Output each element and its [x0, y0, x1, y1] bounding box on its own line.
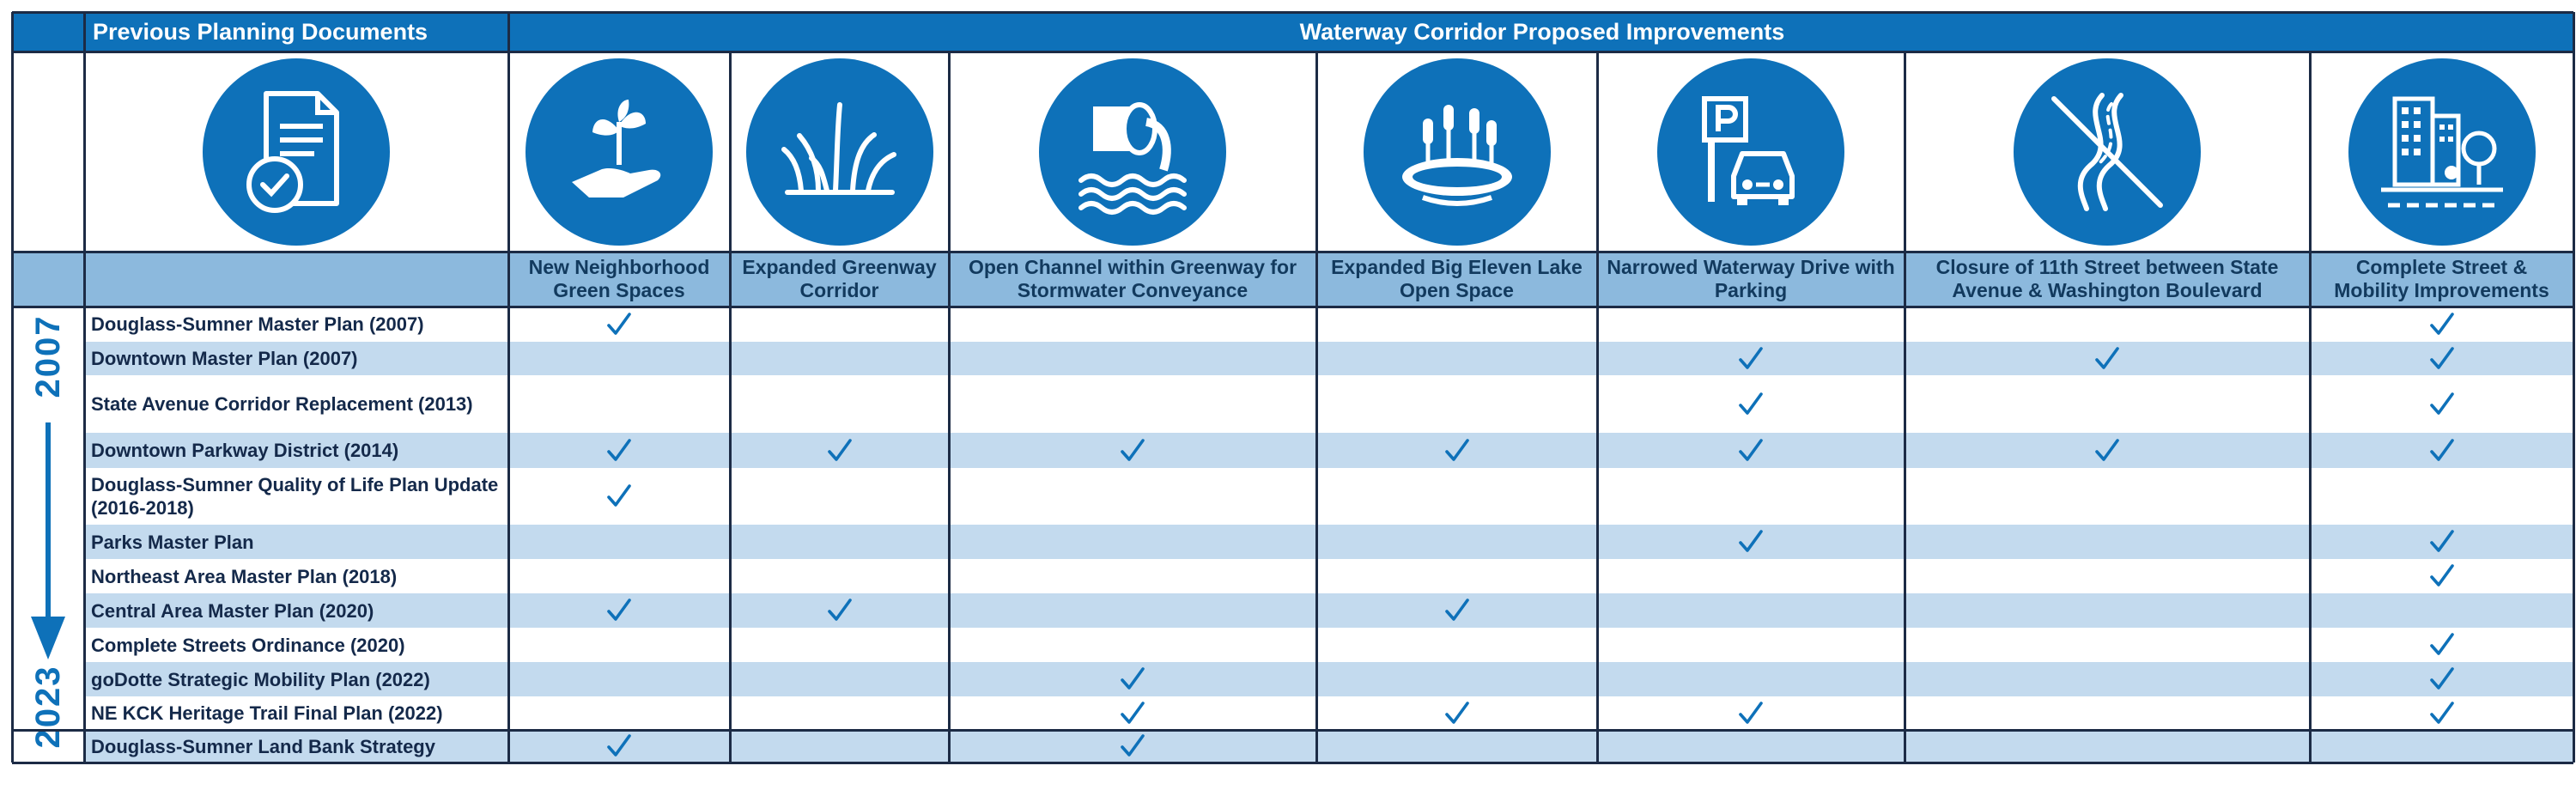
road-closed-icon-circle — [2014, 58, 2201, 246]
grid-hline — [12, 251, 2573, 253]
checkmark-icon — [1905, 433, 2310, 468]
drain-pipe-water-icon-circle — [1039, 58, 1226, 246]
checkmark-icon — [949, 730, 1316, 763]
column-header-7: Complete Street & Mobility Improvements — [2310, 252, 2573, 307]
grid-vline — [1596, 52, 1599, 763]
grid-hline — [12, 306, 2573, 308]
grid-hline — [12, 762, 2573, 764]
checkmark-icon — [2310, 525, 2573, 559]
grid-vline — [11, 12, 14, 763]
grid-vline — [729, 52, 732, 763]
timeline-arrow — [29, 422, 67, 663]
row-band — [84, 433, 2573, 468]
checkmark-icon — [730, 433, 949, 468]
checkmark-icon — [2310, 342, 2573, 375]
row-band — [84, 593, 2573, 628]
grid-vline — [1315, 52, 1318, 763]
grass-icon-circle — [745, 58, 933, 246]
checkmark-icon — [2310, 696, 2573, 730]
checkmark-icon — [508, 433, 730, 468]
grid-hline — [12, 51, 2573, 53]
row-band — [84, 342, 2573, 375]
checkmark-icon — [508, 593, 730, 628]
lake-cattails-icon — [1316, 52, 1597, 252]
column-header-3: Open Channel within Greenway for Stormwa… — [949, 252, 1316, 307]
planning-document-row-label: Douglass-Sumner Quality of Life Plan Upd… — [91, 474, 499, 519]
checkmark-icon — [2310, 375, 2573, 433]
grid-vline — [2573, 12, 2575, 763]
checkmark-icon — [949, 433, 1316, 468]
planning-document-row-label: NE KCK Heritage Trail Final Plan (2022) — [91, 702, 443, 724]
checkmark-icon — [949, 696, 1316, 730]
planning-document-row-label: goDotte Strategic Mobility Plan (2022) — [91, 668, 430, 690]
checkmark-icon — [1316, 696, 1597, 730]
column-header-5: Narrowed Waterway Drive with Parking — [1597, 252, 1905, 307]
timeline-start-year: 2007 — [28, 314, 67, 398]
planning-document-row-label: Downtown Master Plan (2007) — [91, 348, 358, 369]
grid-hline — [12, 729, 2573, 732]
checkmark-icon — [2310, 433, 2573, 468]
planning-document-row-label: State Avenue Corridor Replacement (2013) — [91, 393, 473, 415]
grid-vline — [2309, 52, 2312, 763]
checkmark-icon — [1905, 342, 2310, 375]
document-check-icon-circle — [203, 58, 390, 246]
column-header-1: New Neighborhood Green Spaces — [508, 252, 730, 307]
checkmark-icon — [2310, 662, 2573, 696]
checkmark-icon — [1597, 375, 1905, 433]
previous-planning-documents-header: Previous Planning Documents — [86, 14, 508, 50]
row-band — [84, 730, 2573, 763]
checkmark-icon — [2310, 559, 2573, 593]
checkmark-icon — [1597, 696, 1905, 730]
checkmark-icon — [730, 593, 949, 628]
checkmark-icon — [1316, 593, 1597, 628]
city-street-icon-circle — [2348, 58, 2536, 246]
column-header-4: Expanded Big Eleven Lake Open Space — [1316, 252, 1597, 307]
road-closed-icon — [1905, 52, 2310, 252]
left-header-label: Previous Planning Documents — [93, 18, 428, 45]
checkmark-icon — [508, 468, 730, 525]
row-band — [84, 662, 2573, 696]
row-band — [84, 525, 2573, 559]
grid-vline — [507, 12, 510, 763]
grid-vline — [948, 52, 951, 763]
planning-document-row-label: Complete Streets Ordinance (2020) — [91, 634, 405, 656]
planning-document-row-label: Douglass-Sumner Master Plan (2007) — [91, 313, 424, 335]
parking-car-icon-circle — [1657, 58, 1844, 246]
hand-plant-icon — [508, 52, 730, 252]
planning-document-row-label: Douglass-Sumner Land Bank Strategy — [91, 735, 435, 757]
planning-document-row-label: Central Area Master Plan (2020) — [91, 599, 374, 622]
grid-vline — [1904, 52, 1906, 763]
parking-car-icon — [1597, 52, 1905, 252]
checkmark-icon — [1597, 342, 1905, 375]
lake-cattails-icon-circle — [1363, 58, 1551, 246]
checkmark-icon — [1597, 433, 1905, 468]
planning-document-row-label: Northeast Area Master Plan (2018) — [91, 565, 398, 587]
planning-document-row-label: Parks Master Plan — [91, 531, 254, 553]
checkmark-icon — [508, 307, 730, 342]
checkmark-icon — [508, 730, 730, 763]
checkmark-icon — [2310, 628, 2573, 662]
drain-pipe-water-icon — [949, 52, 1316, 252]
column-header-2: Expanded Greenway Corridor — [730, 252, 949, 307]
city-street-icon — [2310, 52, 2573, 252]
checkmark-icon — [1597, 525, 1905, 559]
checkmark-icon — [2310, 307, 2573, 342]
grid-hline — [12, 11, 2573, 14]
checkmark-icon — [949, 662, 1316, 696]
column-header-6: Closure of 11th Street between State Ave… — [1905, 252, 2310, 307]
hand-plant-icon-circle — [526, 58, 713, 246]
document-check-icon — [84, 52, 508, 252]
right-header-label: Waterway Corridor Proposed Improvements — [1299, 18, 1785, 45]
checkmark-icon — [1316, 433, 1597, 468]
timeline-end-year: 2023 — [28, 665, 67, 749]
proposed-improvements-header: Waterway Corridor Proposed Improvements — [511, 14, 2573, 50]
grid-vline — [83, 12, 86, 763]
planning-document-row-label: Downtown Parkway District (2014) — [91, 440, 399, 461]
grass-icon — [730, 52, 949, 252]
